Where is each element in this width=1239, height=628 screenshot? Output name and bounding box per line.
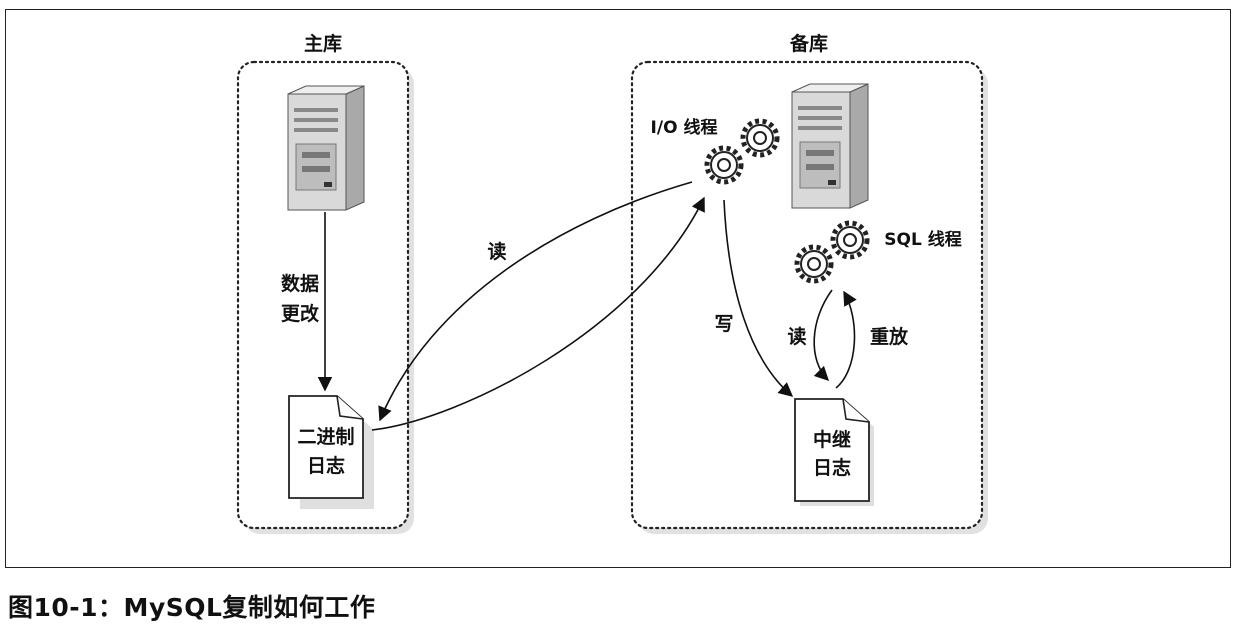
write-relay-label: 写 <box>714 313 733 335</box>
replay-arrow <box>835 290 857 389</box>
relay-doc-shape <box>794 398 870 502</box>
replay-label: 重放 <box>870 325 909 348</box>
data-change-label-2: 更改 <box>281 302 320 325</box>
master-panel: 主库 <box>236 32 414 534</box>
io-thread-gear-icon <box>707 148 741 182</box>
binlog-label-2: 日志 <box>307 454 345 477</box>
binlog-document: 二进制 日志 <box>288 395 374 509</box>
relay-log-document: 中继 日志 <box>794 398 874 506</box>
relay-label-1: 中继 <box>813 428 851 451</box>
figure-caption: 图10-1：MySQL复制如何工作 <box>8 593 376 622</box>
read-binlog-label: 读 <box>487 240 506 263</box>
io-thread-gear-icon-2 <box>743 121 777 155</box>
return-event-arrow <box>371 196 705 431</box>
sql-thread-label: SQL 线程 <box>884 229 961 250</box>
io-thread-label: I/O 线程 <box>651 117 718 138</box>
master-server-icon <box>287 85 365 211</box>
read-relay-label: 读 <box>787 325 806 348</box>
sql-thread-gear-icon-2 <box>833 223 867 257</box>
replica-server-icon <box>791 83 869 209</box>
master-border <box>236 60 410 530</box>
binlog-doc-shape <box>288 395 364 499</box>
master-title: 主库 <box>304 32 342 55</box>
binlog-doc-fold <box>336 395 364 420</box>
read-relay-arrow <box>813 289 833 382</box>
replica-title: 备库 <box>789 32 828 55</box>
figure-frame <box>5 9 1231 568</box>
relay-label-2: 日志 <box>813 456 851 479</box>
data-change-label-1: 数据 <box>281 272 319 295</box>
relay-doc-fold <box>842 398 870 423</box>
sql-thread-gear-icon <box>797 247 831 281</box>
read-binlog-arrow <box>378 181 693 422</box>
binlog-label-1: 二进制 <box>297 425 354 448</box>
write-relay-arrow <box>723 199 794 397</box>
